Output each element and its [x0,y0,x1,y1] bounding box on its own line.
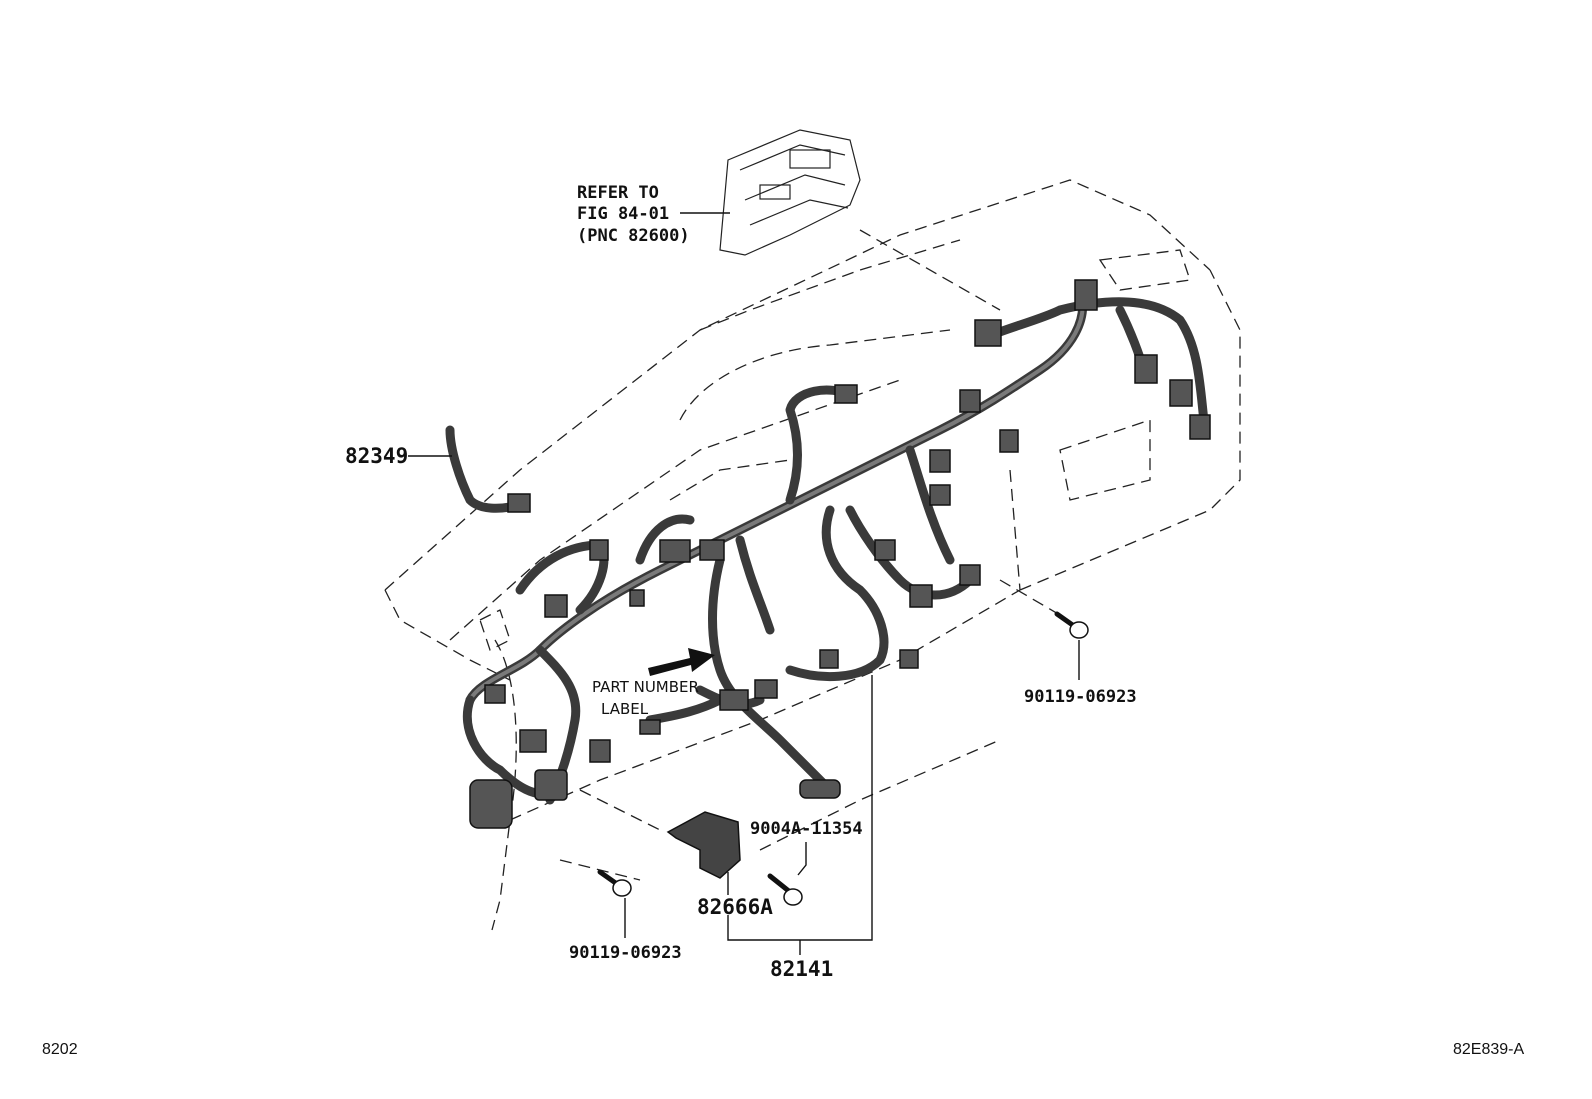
junction-block-reference [719,129,861,256]
refer-to-line3: (PNC 82600) [577,226,690,246]
part-label-90119-06923-right: 90119-06923 [1024,687,1137,707]
bolt-left [597,869,632,897]
figure-code: 82E839-A [1453,1041,1524,1058]
page-code: 8202 [42,1041,78,1058]
part-label-9004a-11354: 9004A-11354 [750,819,863,839]
part-label-90119-06923-left: 90119-06923 [569,943,682,963]
wire-harness [445,279,1211,829]
refer-to-line1: REFER TO [577,183,659,203]
part-label-82141: 82141 [770,957,833,981]
dashboard-outline [384,179,1241,931]
leader-lines [408,212,1080,955]
bracket-82666a [666,811,741,879]
screw-9004a-11354 [767,873,803,906]
refer-to-line2: FIG 84-01 [577,204,669,224]
part-label-82349: 82349 [345,444,408,468]
part-label-82666a: 82666A [697,895,773,919]
part-number-label-line1: PART NUMBER [592,678,699,696]
part-number-label-arrow [648,648,715,676]
part-number-label-line2: LABEL [601,700,649,718]
bolt-right [1054,611,1089,639]
